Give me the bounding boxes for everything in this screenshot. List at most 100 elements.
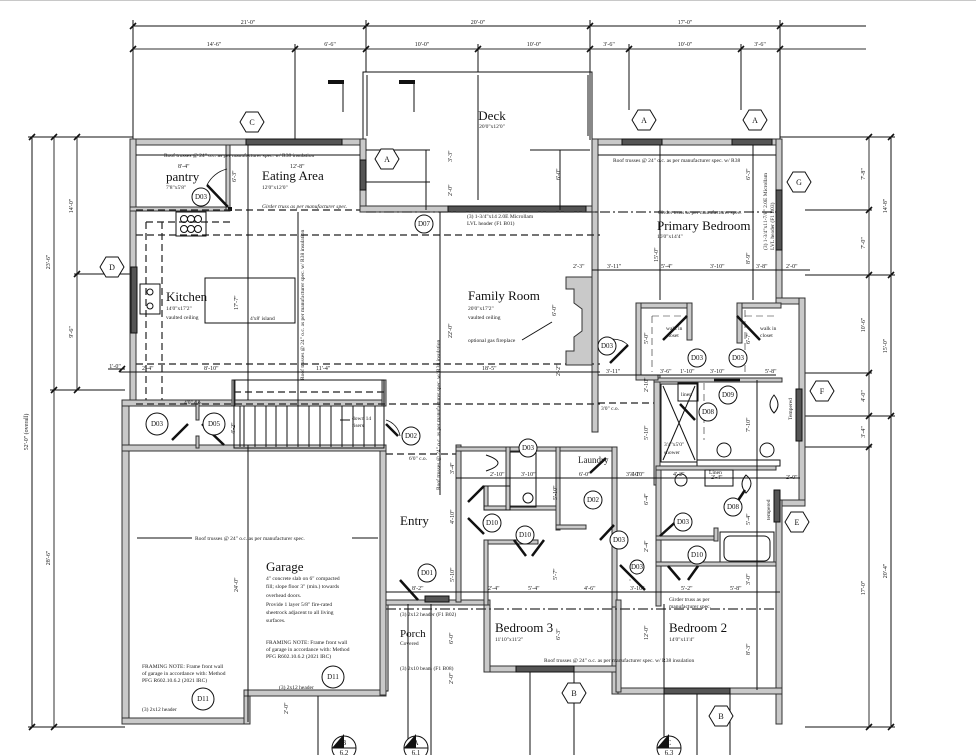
svg-text:21'-0": 21'-0" — [241, 20, 256, 26]
svg-text:D03: D03 — [613, 536, 626, 544]
room-label-laundry: Laundry — [578, 455, 609, 465]
svg-text:10'-6": 10'-6" — [861, 317, 867, 332]
svg-text:D05: D05 — [208, 420, 221, 428]
svg-text:3'-0": 3'-0" — [746, 573, 752, 585]
svg-text:14'0"x17'2": 14'0"x17'2" — [166, 306, 192, 312]
svg-text:Girder truss as per manufactur: Girder truss as per manufacturer spec. — [262, 203, 347, 210]
svg-text:FRAMING NOTE: Frame front wall: FRAMING NOTE: Frame front wall — [266, 639, 348, 646]
svg-text:10'-0": 10'-0" — [678, 42, 693, 48]
svg-text:8'-3": 8'-3" — [746, 643, 752, 655]
section-cut-c: C 6.3 — [656, 734, 682, 755]
svg-text:sheetrock adjacent to all livi: sheetrock adjacent to all living — [266, 610, 334, 616]
svg-text:4'-2": 4'-2" — [231, 422, 237, 434]
section-markers: C A A A G D F E B B — [99, 109, 835, 727]
svg-text:5'-10": 5'-10" — [450, 567, 456, 582]
svg-text:Roof trusses @ 24" o.c. as per: Roof trusses @ 24" o.c. as per manufactu… — [299, 229, 306, 380]
svg-text:vaulted ceiling: vaulted ceiling — [468, 315, 501, 321]
svg-text:2'-4": 2'-4" — [142, 366, 154, 372]
room-label-primary-bedroom: Primary Bedroom — [657, 218, 751, 233]
svg-text:3'-6": 3'-6" — [754, 42, 766, 48]
svg-text:18'-5": 18'-5" — [482, 366, 497, 372]
svg-text:C: C — [667, 739, 672, 747]
svg-text:A: A — [752, 116, 758, 125]
svg-text:2'-4": 2'-4" — [711, 475, 723, 481]
svg-text:G: G — [796, 178, 802, 187]
section-marker-f: F — [809, 380, 835, 402]
svg-text:3'-6": 3'-6" — [660, 369, 672, 375]
svg-text:5'-8": 5'-8" — [730, 586, 742, 592]
svg-text:2'-3": 2'-3" — [573, 264, 585, 270]
svg-text:D11: D11 — [327, 673, 339, 681]
svg-text:3'-4": 3'-4" — [861, 426, 867, 438]
svg-text:Linen: Linen — [709, 470, 722, 476]
svg-text:3'0" c.o.: 3'0" c.o. — [601, 406, 620, 412]
svg-text:6.2: 6.2 — [340, 749, 349, 755]
svg-text:D03: D03 — [151, 420, 164, 428]
svg-text:3'-10": 3'-10" — [630, 472, 645, 478]
svg-text:6'-3": 6'-3" — [556, 628, 562, 640]
svg-text:D10: D10 — [519, 531, 532, 539]
svg-text:3'-3": 3'-3" — [448, 150, 454, 162]
room-label-bedroom-3: Bedroom 3 — [495, 620, 553, 635]
svg-text:overhead doors.: overhead doors. — [266, 593, 302, 599]
svg-text:5'-7": 5'-7" — [553, 568, 559, 580]
svg-text:9'-6": 9'-6" — [69, 326, 75, 338]
svg-text:D03: D03 — [601, 342, 614, 350]
svg-text:5'-4": 5'-4" — [528, 586, 540, 592]
svg-text:2'-0": 2'-0" — [786, 475, 798, 481]
svg-text:linen: linen — [681, 392, 692, 398]
svg-text:(3) 1-3/4"x14 2.0E Microllam: (3) 1-3/4"x14 2.0E Microllam — [467, 213, 534, 220]
svg-text:D07: D07 — [418, 220, 431, 228]
svg-text:2'-0": 2'-0" — [448, 184, 454, 196]
svg-text:down 14: down 14 — [352, 416, 371, 422]
svg-text:A: A — [641, 116, 647, 125]
svg-text:walk in: walk in — [760, 326, 777, 332]
svg-text:closet: closet — [666, 333, 679, 339]
svg-text:5'-8": 5'-8" — [765, 369, 777, 375]
svg-text:4'-6": 4'-6" — [584, 586, 596, 592]
svg-text:5'-10": 5'-10" — [553, 485, 559, 500]
svg-text:D03: D03 — [195, 193, 208, 201]
section-marker-a2: A — [631, 109, 657, 131]
svg-text:A: A — [413, 739, 418, 747]
notes: Roof trusses @ 24" o.c. as per manufactu… — [137, 152, 794, 713]
svg-text:6'-0": 6'-0" — [579, 472, 591, 478]
svg-text:4'-2": 4'-2" — [673, 472, 685, 478]
interior-dimension-lines — [120, 149, 810, 593]
room-label-garage: Garage — [266, 559, 304, 574]
svg-text:D11: D11 — [197, 695, 209, 703]
svg-text:3'4"x5'0": 3'4"x5'0" — [664, 442, 684, 448]
svg-text:(3) 1-3/4"x11-7/8" 2.0E Microl: (3) 1-3/4"x11-7/8" 2.0E Microllam — [762, 172, 769, 250]
svg-text:D: D — [109, 263, 115, 272]
svg-text:D03: D03 — [677, 518, 690, 526]
svg-text:optional gas fireplace: optional gas fireplace — [468, 337, 516, 344]
svg-text:3'-8": 3'-8" — [756, 264, 768, 270]
svg-text:walk in: walk in — [666, 326, 683, 332]
svg-text:D08: D08 — [727, 503, 740, 511]
right-dimensions: 7'-8" 7'-0" 10'-6" 4'-0" 3'-4" 17'-0" 14… — [780, 133, 895, 731]
svg-text:4" concrete slab on 6" compact: 4" concrete slab on 6" compacted — [266, 576, 340, 582]
room-label-pantry: pantry — [166, 169, 200, 184]
svg-text:10'-0": 10'-0" — [527, 42, 542, 48]
svg-text:risers: risers — [352, 423, 364, 429]
section-marker-g: G — [786, 171, 812, 193]
svg-text:16'0"x14'4": 16'0"x14'4" — [657, 234, 683, 240]
section-marker-a1: A — [374, 148, 400, 170]
svg-text:24'-0": 24'-0" — [234, 577, 240, 592]
svg-text:7'-8": 7'-8" — [861, 168, 867, 180]
svg-text:E: E — [795, 518, 800, 527]
svg-text:4'-10": 4'-10" — [450, 509, 456, 524]
svg-text:3'-10": 3'-10" — [710, 264, 725, 270]
svg-text:closet: closet — [760, 333, 773, 339]
svg-text:2'-0": 2'-0" — [284, 702, 290, 714]
section-cut-a: A 6.1 — [403, 734, 429, 755]
svg-text:7'-0": 7'-0" — [861, 237, 867, 249]
svg-text:6'-7": 6'-7" — [746, 332, 752, 344]
svg-text:(3) 2x12 header (F1 B02): (3) 2x12 header (F1 B02) — [400, 611, 456, 618]
svg-text:B: B — [718, 712, 723, 721]
fireplace — [565, 276, 593, 366]
room-label-bedroom-2: Bedroom 2 — [669, 620, 727, 635]
svg-text:20'0"x12'0": 20'0"x12'0" — [479, 124, 505, 130]
svg-text:A: A — [384, 155, 390, 164]
room-label-deck: Deck — [478, 108, 506, 123]
